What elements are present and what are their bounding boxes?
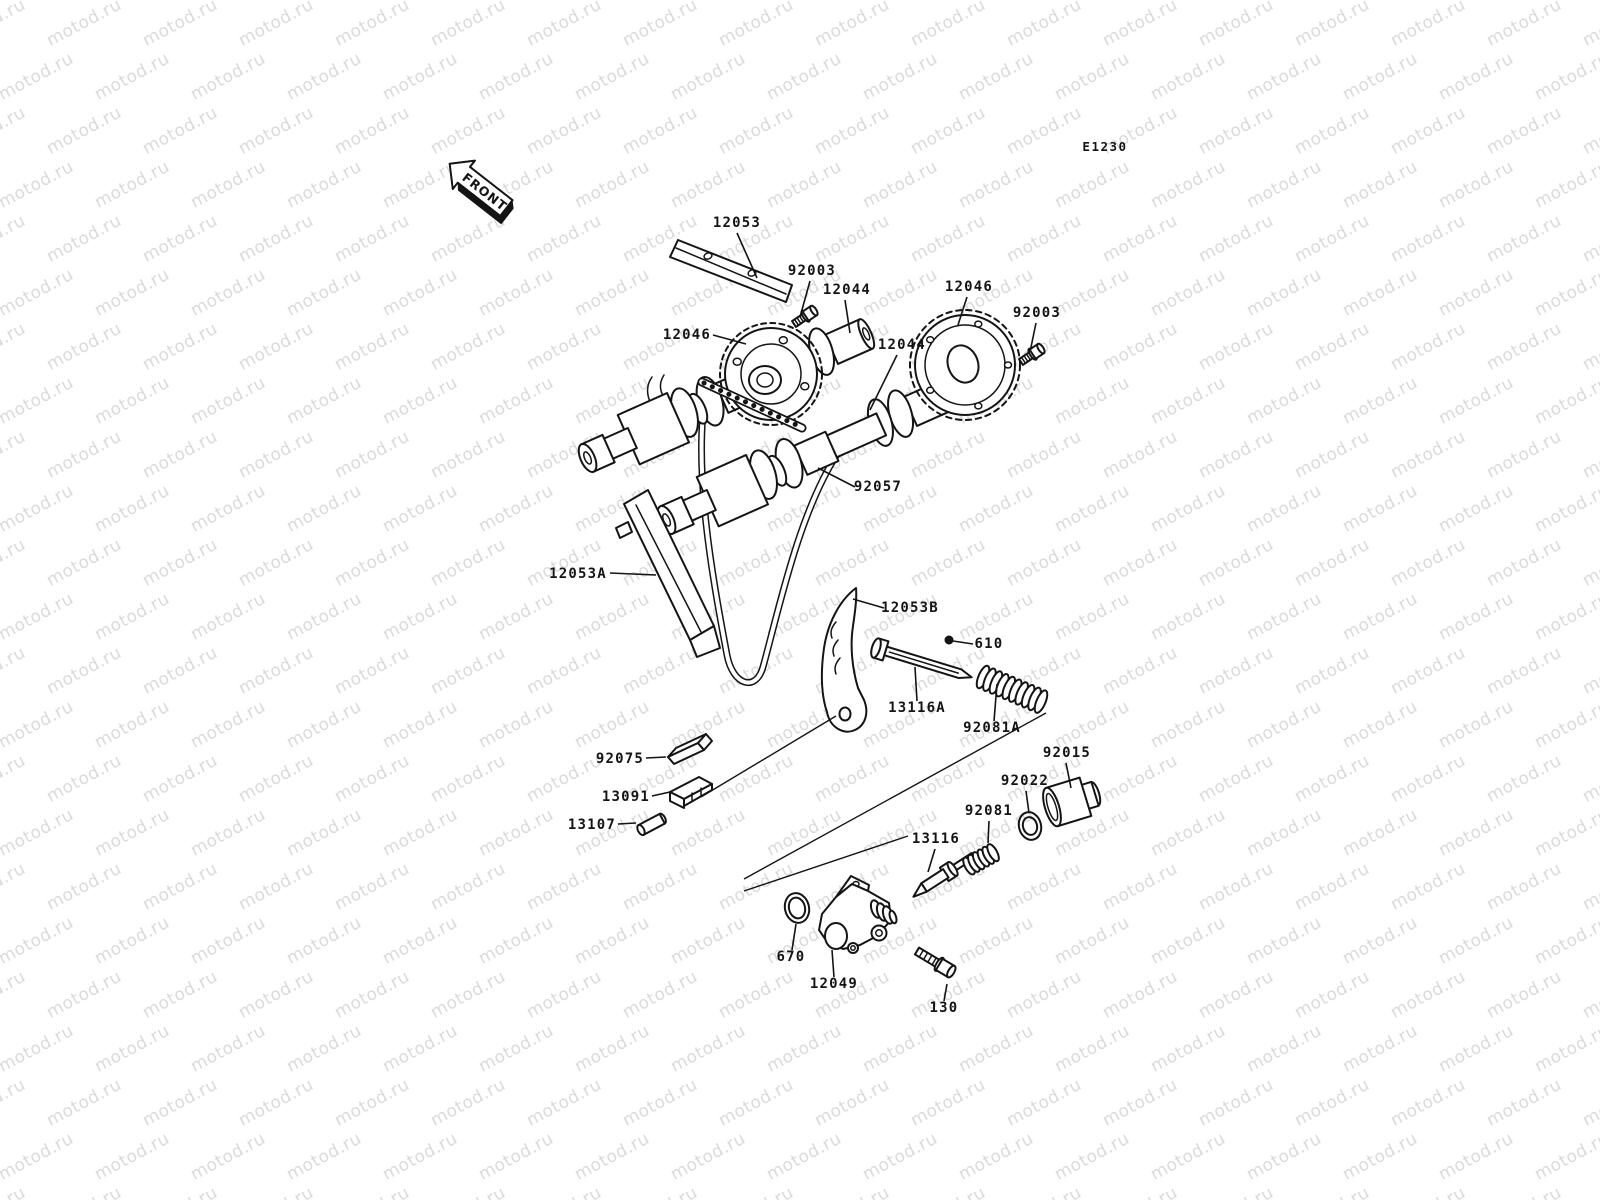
part-label-12053: 12053 <box>713 215 761 231</box>
part-label-670: 670 <box>777 949 806 965</box>
cam-sprocket-right-12046 <box>909 309 1021 421</box>
part-label-12053A: 12053A <box>549 566 607 582</box>
part-label-13107: 13107 <box>568 817 616 833</box>
o-ring-670 <box>783 892 811 924</box>
part-label-92075: 92075 <box>596 751 644 767</box>
tensioner-arm-12053B <box>820 587 868 733</box>
bolt-130 <box>913 946 957 979</box>
chain-guide-12053A <box>615 489 721 658</box>
part-label-92081A: 92081A <box>963 720 1021 736</box>
bolt-92003-left <box>789 302 821 331</box>
part-label-12049: 12049 <box>810 976 858 992</box>
front-arrow: FRONT <box>448 159 514 225</box>
tensioner-body-12049 <box>818 875 898 954</box>
spring-92081 <box>962 843 1000 876</box>
part-labels: 12053 92003 12044 12046 12046 92003 1204… <box>549 215 1091 1016</box>
holder-bracket-13091 <box>669 776 713 809</box>
part-label-12044-right: 12044 <box>878 337 926 353</box>
wedge-block-92075 <box>667 733 713 765</box>
part-label-12053B: 12053B <box>881 600 939 616</box>
leader-lines <box>609 232 1072 1002</box>
tensioner-spring-92081A <box>975 664 1049 714</box>
part-label-92003-left: 92003 <box>788 263 836 279</box>
part-label-12046-right: 12046 <box>945 279 993 295</box>
part-label-12046-left: 12046 <box>663 327 711 343</box>
part-label-92057: 92057 <box>854 479 902 495</box>
pin-13107 <box>636 812 667 837</box>
cam-sprocket-left-12046 <box>719 322 823 426</box>
part-label-130: 130 <box>930 1000 959 1016</box>
part-label-92015: 92015 <box>1043 745 1091 761</box>
part-label-13116: 13116 <box>912 831 960 847</box>
part-label-92003-right: 92003 <box>1013 305 1061 321</box>
chain-guide-12053 <box>669 239 793 303</box>
chain-roller-band <box>697 377 807 433</box>
o-ring-92022 <box>1017 811 1043 841</box>
push-rod-13116A <box>870 637 973 680</box>
diagram-code: E1230 <box>1082 139 1127 154</box>
cap-92015 <box>1042 776 1102 828</box>
ball-610 <box>944 635 954 645</box>
exploded-axis-lines <box>700 712 1047 892</box>
part-label-92081: 92081 <box>965 803 1013 819</box>
part-label-12044-top: 12044 <box>823 282 871 298</box>
part-label-92022: 92022 <box>1001 773 1049 789</box>
part-label-13091: 13091 <box>602 789 650 805</box>
part-label-13116A: 13116A <box>888 700 946 716</box>
part-label-610: 610 <box>975 636 1004 652</box>
